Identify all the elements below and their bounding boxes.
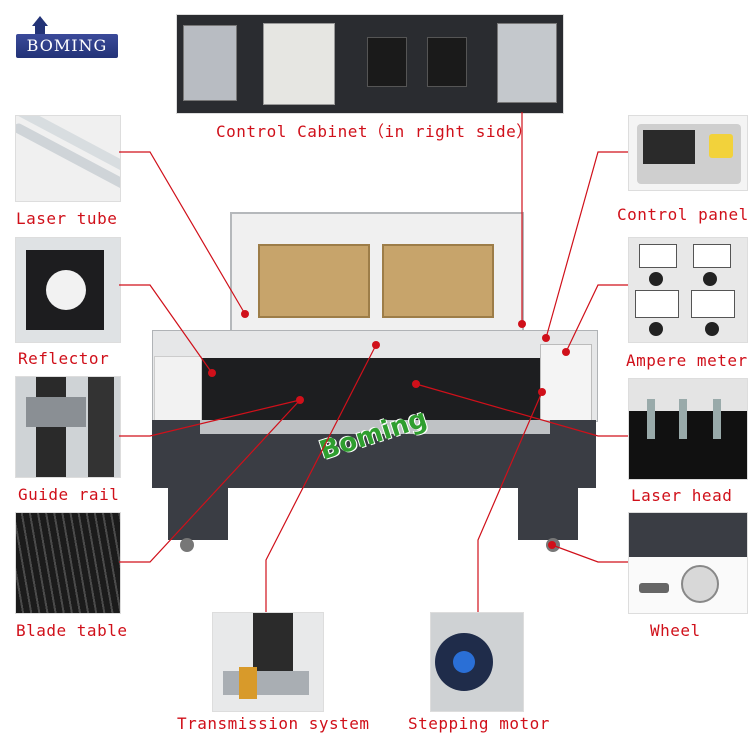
transmission-system-photo bbox=[212, 612, 324, 712]
laser-tube-photo bbox=[15, 115, 121, 202]
wheel-left bbox=[180, 538, 194, 552]
machine-control-panel bbox=[540, 344, 592, 422]
lid-window-right bbox=[382, 244, 494, 318]
label-control-cabinet: Control Cabinet（in right side） bbox=[216, 122, 533, 141]
blade-table-photo bbox=[15, 512, 121, 614]
machine-side-panel bbox=[154, 356, 202, 422]
house-icon-body bbox=[35, 25, 45, 34]
stepping-motor-photo bbox=[430, 612, 524, 712]
label-transmission-system: Transmission system bbox=[177, 714, 370, 733]
control-cabinet-photo bbox=[176, 14, 564, 114]
label-guide-rail: Guide rail bbox=[18, 485, 120, 504]
guide-rail-photo bbox=[15, 376, 121, 478]
lid-window-left bbox=[258, 244, 370, 318]
machine-leg-right bbox=[518, 488, 578, 540]
house-icon bbox=[32, 16, 48, 26]
label-reflector: Reflector bbox=[18, 349, 110, 368]
machine-front-strip bbox=[200, 420, 550, 434]
boming-logo: BOMING bbox=[14, 14, 120, 62]
label-wheel: Wheel bbox=[650, 621, 701, 640]
logo-text: BOMING bbox=[16, 34, 118, 58]
control-panel-photo bbox=[628, 115, 748, 191]
wheel-photo bbox=[628, 512, 748, 614]
label-ampere-meter: Ampere meter bbox=[626, 351, 748, 370]
label-laser-head: Laser head bbox=[631, 486, 733, 505]
label-blade-table: Blade table bbox=[16, 621, 128, 640]
label-control-panel: Control panel bbox=[617, 205, 749, 224]
laser-head-photo bbox=[628, 378, 748, 480]
reflector-photo bbox=[15, 237, 121, 343]
label-stepping-motor: Stepping motor bbox=[408, 714, 550, 733]
ampere-meter-photo bbox=[628, 237, 748, 343]
label-laser-tube: Laser tube bbox=[16, 209, 118, 228]
